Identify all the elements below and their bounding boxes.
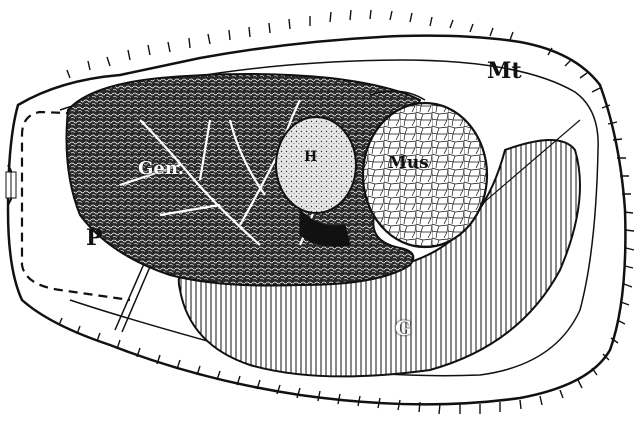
label-muscle: Mus <box>388 155 429 172</box>
adductor-muscle <box>363 103 487 247</box>
label-gonad: Gen. <box>138 160 184 178</box>
label-gill: G <box>395 318 412 338</box>
label-pericardium: P <box>86 227 103 249</box>
heart <box>276 117 356 213</box>
label-heart: H <box>304 150 317 164</box>
label-mantle: Mt <box>487 60 522 82</box>
